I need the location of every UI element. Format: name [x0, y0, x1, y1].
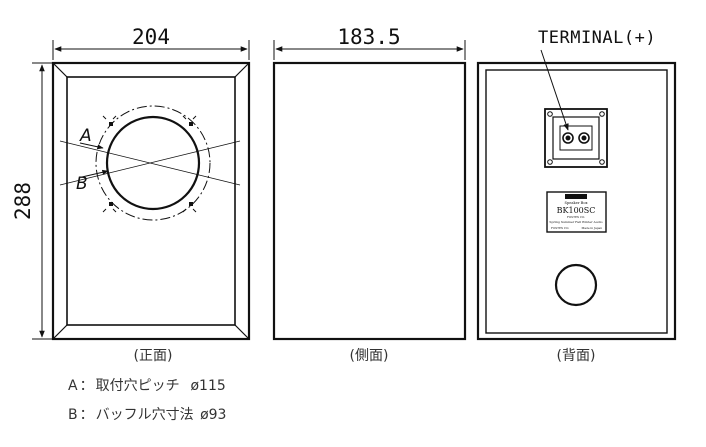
caption-back: (背面): [557, 348, 596, 364]
terminal-leader: [540, 49, 569, 131]
nameplate-line2: FOSTEX CO.: [567, 215, 585, 219]
mounting-hole-ticks: [102, 115, 197, 213]
nameplate-line4: FOSTEX CO.: [551, 226, 569, 230]
note-a-text: 取付穴ピッチ: [95, 378, 180, 394]
caption-front: (正面): [134, 348, 173, 364]
marker-a-label: A: [79, 126, 92, 146]
note-b-key: B: [68, 407, 78, 423]
note-a-sep: ：: [79, 378, 94, 394]
note-b: B：バッフル穴寸法 ø93: [68, 404, 228, 424]
depth-value: 183.5: [337, 25, 400, 49]
terminal-plate: [544, 108, 608, 168]
nameplate-line5: Made in Japan: [582, 226, 603, 230]
bass-port: [554, 263, 598, 307]
mounting-holes: [109, 122, 193, 206]
width-value: 204: [132, 25, 170, 49]
note-a-key: A: [68, 378, 78, 394]
nameplate-line1: Speaker Box: [564, 201, 587, 205]
marker-b-label: B: [76, 174, 88, 194]
nameplate-model: BK100SC: [557, 206, 596, 215]
terminal-label: TERMINAL(+): [538, 28, 656, 48]
dimension-height: [32, 62, 53, 340]
nameplate-brand: FOSTEX: [567, 195, 585, 200]
note-b-text: バッフル穴寸法: [95, 407, 194, 423]
height-value: 288: [11, 182, 35, 220]
marker-a-arrow: [79, 142, 104, 150]
side-view: [272, 61, 467, 341]
dimension-depth: [273, 40, 466, 60]
note-b-value: ø93: [200, 407, 227, 423]
back-view: [476, 61, 677, 341]
note-b-sep: ：: [79, 407, 94, 423]
caption-side: (側面): [350, 348, 389, 364]
marker-b-arrow: [81, 169, 109, 178]
nameplate: FOSTEX Speaker Box BK100SC FOSTEX CO. Sp…: [546, 191, 607, 233]
front-view: [51, 61, 251, 341]
note-a-value: ø115: [190, 378, 226, 394]
dimension-width: [52, 40, 250, 60]
note-a: A：取付穴ピッチ ø115: [68, 375, 228, 395]
nameplate-line3: Spring Summer Fall Winter Audio: [549, 220, 602, 224]
